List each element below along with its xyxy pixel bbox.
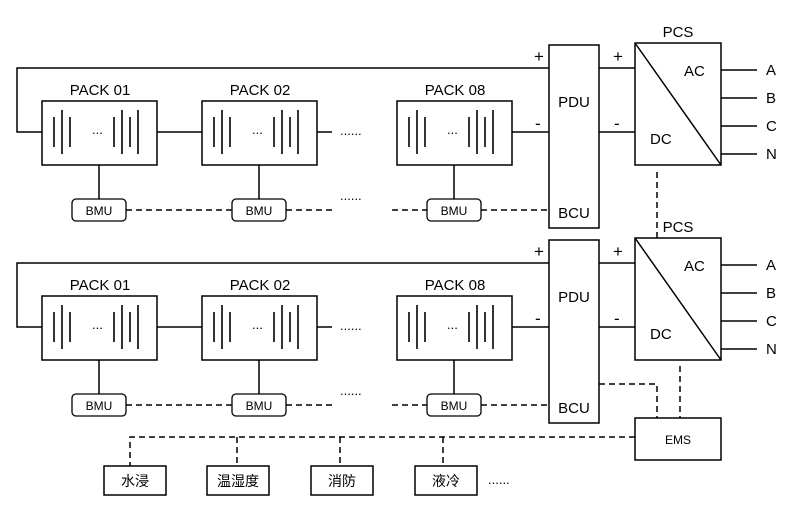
battery-rack-1: PACK 01... BMU PACK 02... BMU PACK 08... BMU.… <box>16 24 777 229</box>
plus-sign: + <box>613 47 623 66</box>
pcs-title: PCS <box>663 24 694 41</box>
cell-ellipsis: ... <box>447 317 458 332</box>
pcs-diagonal <box>634 42 722 166</box>
ems-label: EMS <box>665 433 691 447</box>
pack-ellipsis: ...... <box>340 318 362 333</box>
rack-positive-bus-wire <box>16 67 549 133</box>
ac-output-label: A <box>766 62 776 79</box>
bmu-label: BMU <box>441 399 468 413</box>
aux-liquid-cooling-box[interactable] <box>414 465 478 496</box>
pcs-ac-label: AC <box>684 63 705 80</box>
pack-label: PACK 01 <box>70 277 131 294</box>
bmu-label: BMU <box>86 204 113 218</box>
pdu-label: PDU <box>558 289 590 306</box>
aux-water-leak-box[interactable] <box>103 465 167 496</box>
bcu-label: BCU <box>558 400 590 417</box>
pcs-diagonal <box>634 237 722 361</box>
cell-ellipsis: ... <box>447 122 458 137</box>
bmu-label: BMU <box>246 204 273 218</box>
bmu-label: BMU <box>441 204 468 218</box>
bcu-label: BCU <box>558 205 590 222</box>
aux-ellipsis: ...... <box>488 472 510 487</box>
rack-positive-bus-wire <box>16 262 549 328</box>
ac-output-label: A <box>766 257 776 274</box>
plus-sign: + <box>534 47 544 66</box>
pdu-bcu-box[interactable] <box>548 44 600 229</box>
ems-section: EMS 水浸 温湿度 消防 液冷 ...... <box>103 172 722 496</box>
pack-label: PACK 02 <box>230 82 291 99</box>
minus-sign: - <box>535 309 541 328</box>
cell-ellipsis: ... <box>92 122 103 137</box>
aux-temp-humidity-label: 温湿度 <box>217 474 259 490</box>
bcu2-to-ems-dashed <box>599 383 658 418</box>
minus-sign: - <box>535 114 541 133</box>
ac-output-label: B <box>766 285 776 302</box>
minus-sign: - <box>614 114 620 133</box>
ems-aux-bus-dashed <box>129 436 635 466</box>
aux-water-leak-label: 水浸 <box>121 474 149 490</box>
pcs-ac-label: AC <box>684 258 705 275</box>
pcs-title: PCS <box>663 219 694 236</box>
pack-ellipsis: ...... <box>340 123 362 138</box>
minus-sign: - <box>614 309 620 328</box>
pack-label: PACK 01 <box>70 82 131 99</box>
pcs-dc-label: DC <box>650 326 672 343</box>
aux-fire-protection-label: 消防 <box>328 474 356 490</box>
bmu-label: BMU <box>246 399 273 413</box>
bmu-ellipsis: ...... <box>340 383 362 398</box>
aux-fire-protection-box[interactable] <box>310 465 374 496</box>
pdu-label: PDU <box>558 94 590 111</box>
pack-label: PACK 08 <box>425 277 486 294</box>
ac-output-label: N <box>766 146 777 163</box>
cell-ellipsis: ... <box>252 122 263 137</box>
bmu-label: BMU <box>86 399 113 413</box>
pack-label: PACK 02 <box>230 277 291 294</box>
ac-output-label: C <box>766 118 777 135</box>
plus-sign: + <box>534 242 544 261</box>
ac-output-label: B <box>766 90 776 107</box>
plus-sign: + <box>613 242 623 261</box>
aux-liquid-cooling-label: 液冷 <box>432 474 460 490</box>
pcs-dc-label: DC <box>650 131 672 148</box>
cell-ellipsis: ... <box>252 317 263 332</box>
bmu-ellipsis: ...... <box>340 188 362 203</box>
pack-label: PACK 08 <box>425 82 486 99</box>
aux-temp-humidity-box[interactable] <box>206 465 270 496</box>
ems-box[interactable] <box>634 417 722 461</box>
ac-output-label: N <box>766 341 777 358</box>
pdu-bcu-box[interactable] <box>548 239 600 424</box>
battery-rack-2: PACK 01... BMU PACK 02... BMU PACK 08... BMU.… <box>16 219 777 424</box>
cell-ellipsis: ... <box>92 317 103 332</box>
ac-output-label: C <box>766 313 777 330</box>
